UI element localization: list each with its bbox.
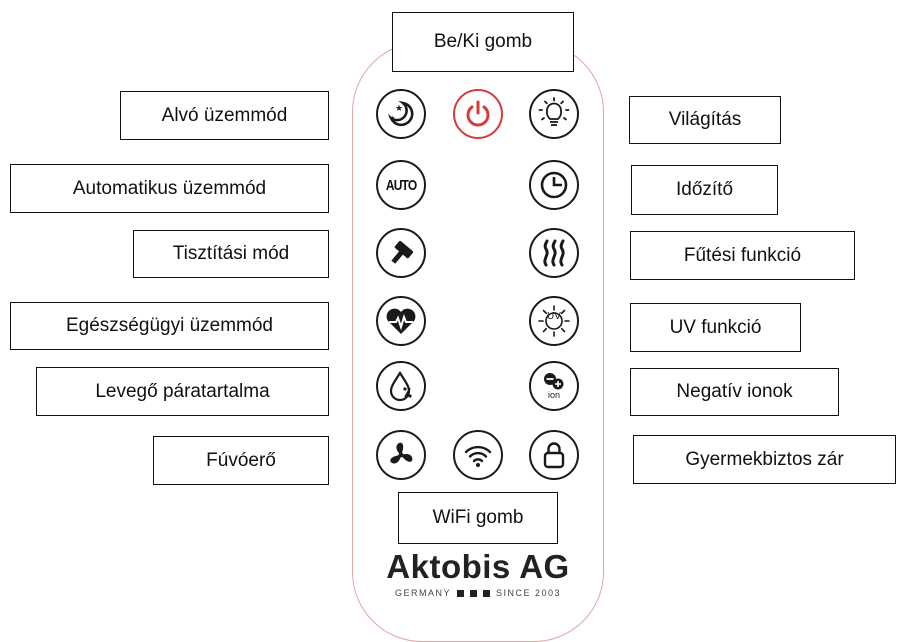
fan-icon (390, 442, 413, 464)
label-humidity: Levegő páratartalma (36, 367, 329, 416)
label-light: Világítás (629, 96, 781, 144)
heat-waves-icon (543, 239, 565, 267)
power-icon (466, 100, 490, 127)
brand-tagline: GERMANY SINCE 2003 (352, 588, 604, 598)
humidity-button[interactable] (376, 361, 426, 411)
uv-sun-icon (538, 305, 570, 337)
health-button[interactable] (376, 296, 426, 346)
clock-icon (540, 171, 568, 199)
brand-country: GERMANY (394, 588, 451, 598)
sleep-button[interactable]: ★ ★ (376, 89, 426, 139)
label-fan: Fúvóerő (153, 436, 329, 485)
wifi-button[interactable] (453, 430, 503, 480)
square-mark (482, 589, 490, 597)
uv-button-label: UV (547, 311, 561, 322)
padlock-icon (543, 442, 565, 469)
brand-name: Aktobis AG (386, 548, 570, 585)
label-sleep: Alvó üzemmód (120, 91, 329, 140)
svg-text:★: ★ (390, 115, 395, 122)
label-lock: Gyermekbiztos zár (633, 435, 896, 484)
label-power: Be/Ki gomb (392, 12, 574, 72)
heat-button[interactable] (529, 228, 579, 278)
ion-icon (544, 373, 564, 390)
wifi-icon (464, 445, 492, 467)
ion-button[interactable] (529, 361, 579, 411)
label-clean: Tisztítási mód (133, 230, 329, 278)
ion-button-label: ion (547, 390, 560, 400)
brand-since: SINCE 2003 (495, 588, 562, 598)
light-button[interactable] (529, 89, 579, 139)
light-bulb-icon (538, 97, 570, 126)
label-heat: Fűtési funkció (630, 231, 855, 280)
heart-pulse-icon (386, 308, 416, 334)
label-auto: Automatikus üzemmód (10, 164, 329, 213)
auto-button-label: AUTO (385, 176, 417, 194)
hammer-icon (391, 240, 414, 264)
fan-button[interactable] (376, 430, 426, 480)
label-wifi: WiFi gomb (398, 492, 558, 544)
moon-stars-icon: ★ ★ (387, 100, 414, 127)
svg-text:★: ★ (395, 104, 403, 114)
label-health: Egészségügyi üzemmód (10, 302, 329, 350)
lock-button[interactable] (529, 430, 579, 480)
auto-button[interactable]: AUTO (376, 160, 426, 210)
water-drop-icon (389, 370, 412, 402)
label-timer: Időzítő (631, 165, 778, 215)
square-mark (469, 589, 477, 597)
square-mark (456, 589, 464, 597)
label-uv: UV funkció (630, 303, 801, 352)
label-ion: Negatív ionok (630, 368, 839, 416)
timer-button[interactable] (529, 160, 579, 210)
clean-button[interactable] (376, 228, 426, 278)
uv-button[interactable] (529, 296, 579, 346)
power-button[interactable] (453, 89, 503, 139)
